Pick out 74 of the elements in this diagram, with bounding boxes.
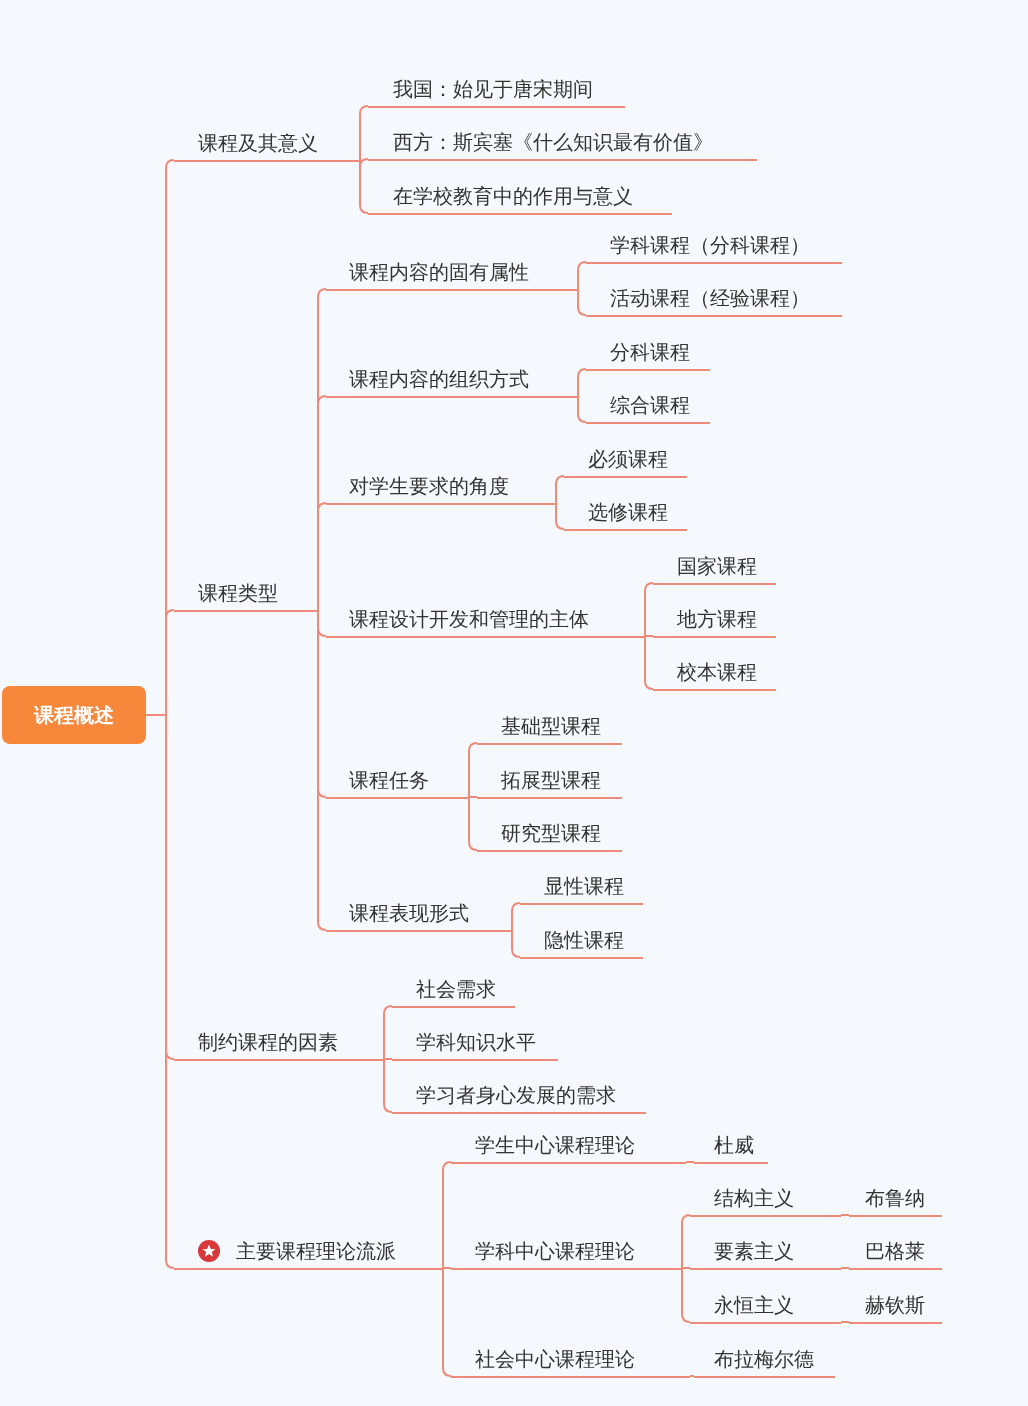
topic-text: 在学校教育中的作用与意义 [368,179,672,215]
topic-text: 必须课程 [564,442,687,478]
topic-text: 永恒主义 [690,1288,841,1324]
connector-line [468,796,478,851]
topic-text: 课程表现形式 [326,896,512,932]
connector-line [383,1058,393,1113]
connector-line [383,1058,393,1060]
connector-line [359,159,369,214]
topic-text: 我国：始见于唐宋期间 [368,72,625,108]
root-topic: 课程概述 [2,686,146,744]
topic-text: 赫钦斯 [849,1288,942,1324]
topic-text: 课程类型 [174,576,318,612]
connector-line [359,105,369,161]
connector-line [577,395,587,423]
topic-text: 学科知识水平 [392,1025,558,1061]
topic-text: 基础型课程 [477,709,622,745]
connector-line [685,1161,695,1163]
topic-text: 国家课程 [653,549,776,585]
connector-line [511,902,521,931]
topic-text: 西方：斯宾塞《什么知识最有价值》 [368,125,757,161]
connector-line [577,288,587,316]
connector-line [681,1214,691,1269]
connector-line [681,1267,691,1269]
connector-line [317,609,327,931]
topic-text: 对学生要求的角度 [326,469,556,505]
connector-line [577,261,587,290]
connector-line [442,1267,452,1377]
topic-text: 学生中心课程理论 [451,1128,686,1164]
connector-line [840,1214,850,1216]
connector-line [442,1267,452,1269]
connector-line [644,635,654,690]
topic-text: 要素主义 [690,1234,841,1270]
topic-text: 课程任务 [326,763,469,799]
connector-line [383,1005,393,1060]
topic-text: 课程及其意义 [174,126,360,162]
connector-line [468,796,478,798]
topic-text: 布鲁纳 [849,1181,942,1217]
topic-text: 地方课程 [653,602,776,638]
topic-text: 布拉梅尔德 [694,1342,835,1378]
topic-text: 课程内容的组织方式 [326,362,578,398]
topic-text: 综合课程 [586,388,710,424]
connector-line [689,1375,695,1377]
connector-line [442,1161,452,1269]
connector-line [840,1267,850,1269]
topic-text: 活动课程（经验课程） [586,281,842,317]
topic-text: 学习者身心发展的需求 [392,1078,646,1114]
connector-line [511,929,521,958]
topic-text: 主要课程理论流派 [236,1237,396,1265]
connector-line [555,502,565,530]
topic-text: 显性课程 [520,869,643,905]
connector-line [555,475,565,504]
topic-text: 研究型课程 [477,816,622,852]
topic-text: 隐性课程 [520,923,643,959]
topic-text: 选修课程 [564,495,687,531]
topic-text: 社会需求 [392,972,515,1008]
topic-text: 巴格莱 [849,1234,942,1270]
topic-text: 学科课程（分科课程） [586,228,842,264]
topic-text: 学科中心课程理论 [451,1234,682,1270]
connector-line [468,742,478,798]
topic-text: 制约课程的因素 [174,1025,384,1061]
connector-line [317,502,327,611]
connector-line [681,1267,691,1323]
topic-text: 拓展型课程 [477,763,622,799]
connector-line [644,582,654,637]
connector-line [840,1321,850,1323]
topic-text: 杜威 [694,1128,768,1164]
connector-line [577,368,587,397]
topic-text: 社会中心课程理论 [451,1342,690,1378]
topic-text: 校本课程 [653,655,776,691]
topic-text: 课程内容的固有属性 [326,255,578,291]
topic-text: 结构主义 [690,1181,841,1217]
topic-text: 课程设计开发和管理的主体 [326,602,645,638]
topic-text: 分科课程 [586,335,710,371]
connector-line [644,635,654,637]
